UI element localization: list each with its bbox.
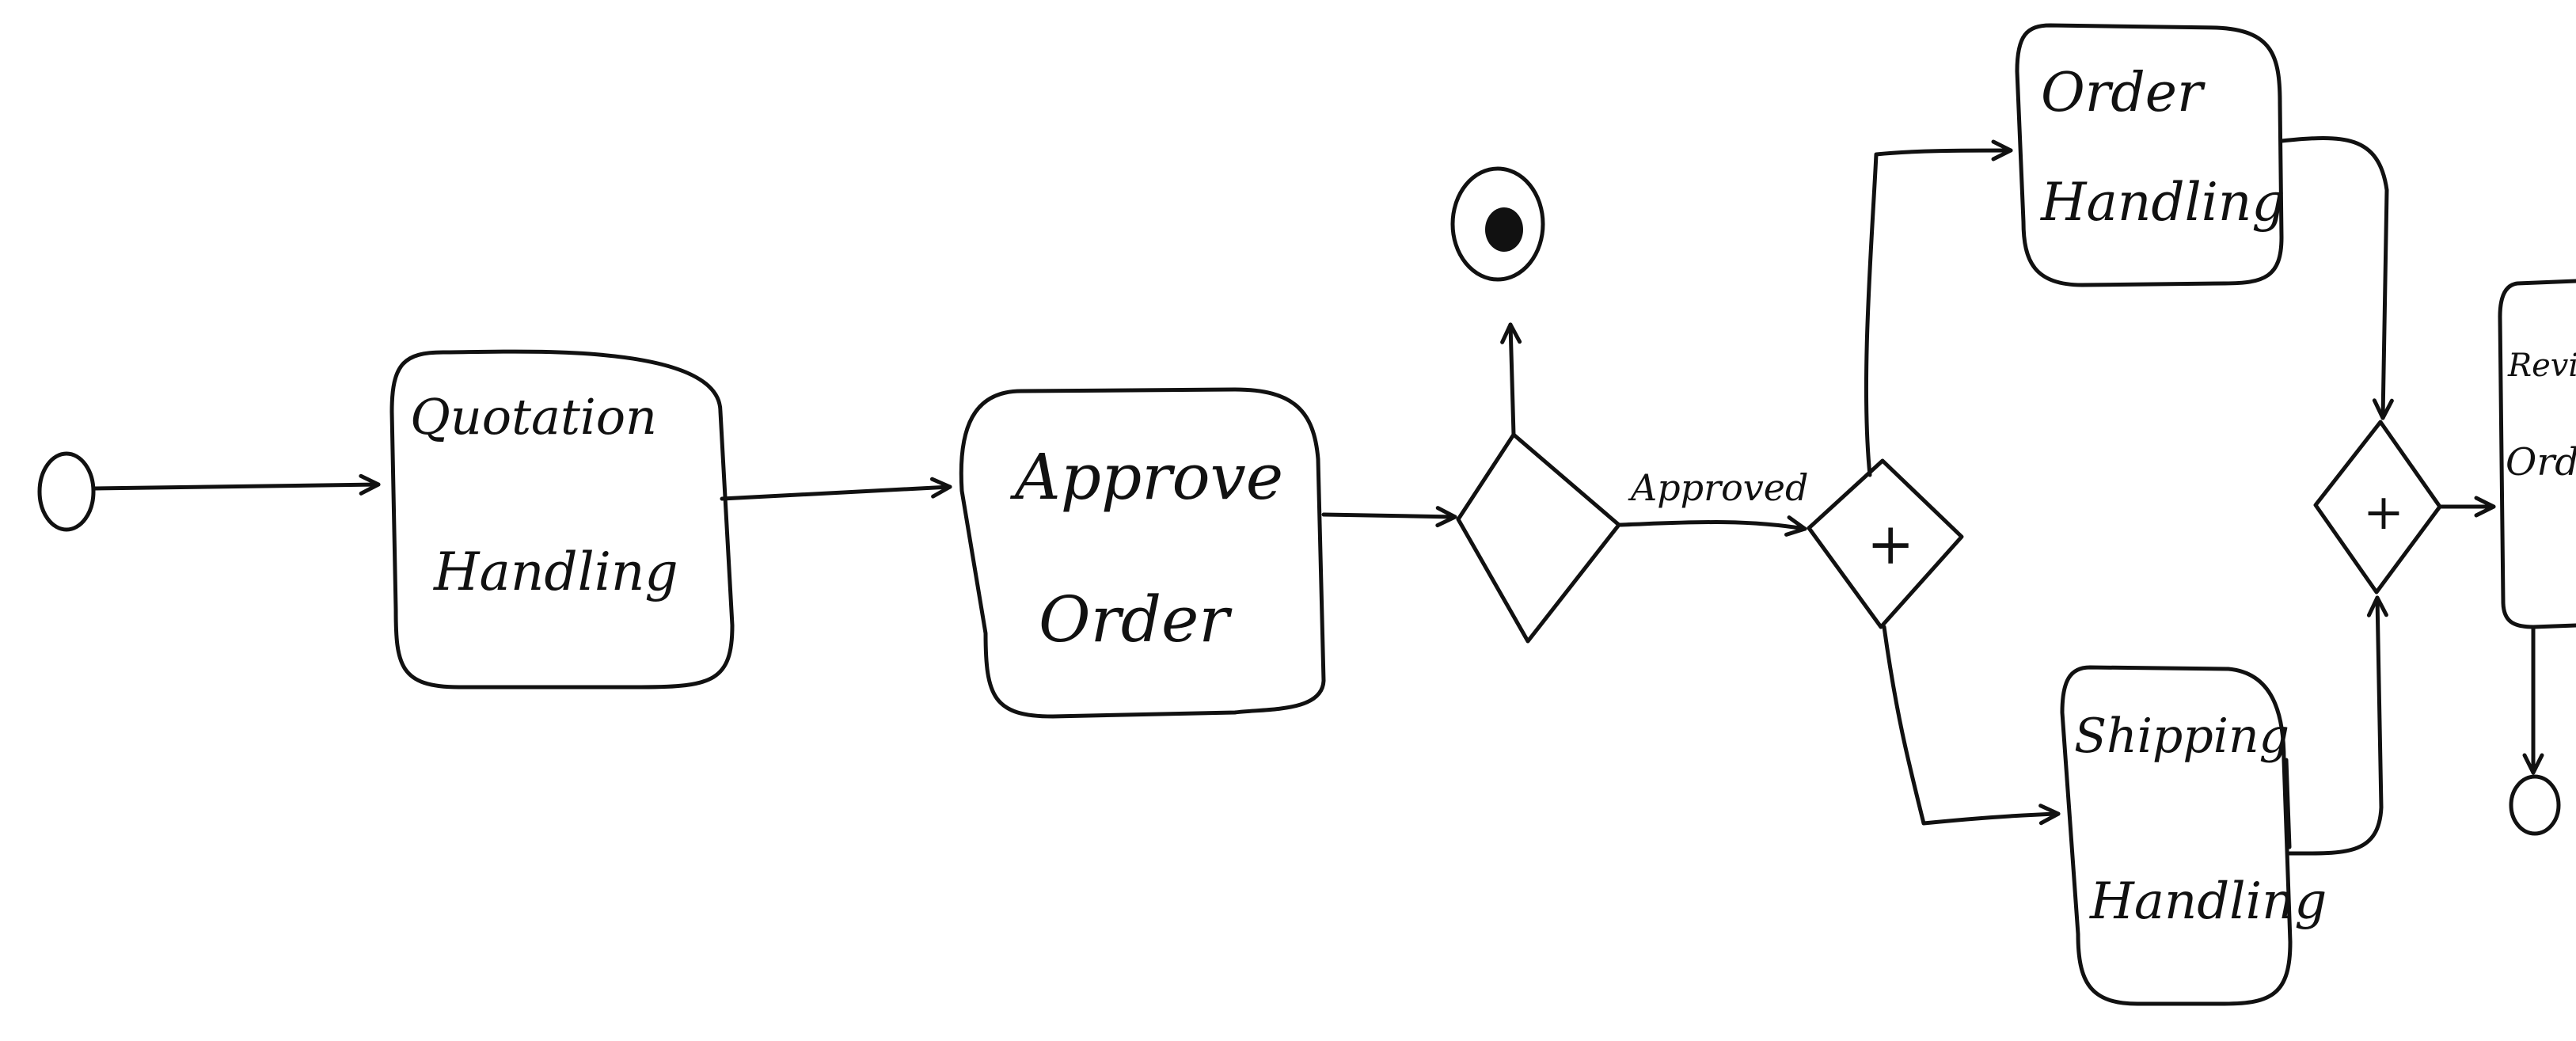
review-label-line1: Review <box>2507 348 2576 384</box>
parallel-join-gateway: + <box>2313 420 2442 595</box>
parallel-split-gateway: + <box>1807 458 1964 629</box>
activity-quotation-handling: Quotation Handling <box>389 349 735 690</box>
decision-diamond <box>1456 432 1621 644</box>
parallel-split-symbol: + <box>1867 511 1914 577</box>
quotation-label-line2: Handling <box>433 541 678 602</box>
parallel-join-symbol: + <box>2363 483 2404 541</box>
edge-order-handling-to-join <box>2279 136 2394 420</box>
activity-shipping-handling: Shipping Handling <box>2060 665 2327 1006</box>
edge-label-approved: Approved <box>1628 466 1808 509</box>
shipping-label-line1: Shipping <box>2074 709 2289 764</box>
order-handling-label-line2: Handling <box>2040 172 2285 233</box>
end-node-top <box>1450 166 1545 282</box>
edge-start-to-quotation <box>93 473 381 496</box>
order-handling-label-line1: Order <box>2041 62 2206 124</box>
approve-label-line2: Order <box>1039 583 1233 656</box>
shipping-label-line2: Handling <box>2089 872 2327 931</box>
end-node-bottom <box>2509 774 2561 836</box>
start-node <box>37 451 96 532</box>
review-label-line2: Order <box>2506 440 2576 484</box>
activity-review-order: Review Order <box>2498 279 2576 629</box>
edge-quotation-to-approve <box>720 477 952 501</box>
edge-approve-to-decision <box>1321 506 1457 528</box>
activity-order-handling: Order Handling <box>2015 23 2285 287</box>
approve-label-line1: Approve <box>1009 440 1283 514</box>
activity-approve-order: Approve Order <box>959 387 1326 719</box>
quotation-label-line1: Quotation <box>410 388 657 446</box>
edge-decision-to-split: Approved <box>1617 466 1808 537</box>
edge-split-to-shipping <box>1882 625 2061 826</box>
edge-split-to-order-handling <box>1864 139 2013 477</box>
edge-decision-to-end <box>1500 322 1522 437</box>
edge-shipping-to-join <box>2287 595 2388 856</box>
